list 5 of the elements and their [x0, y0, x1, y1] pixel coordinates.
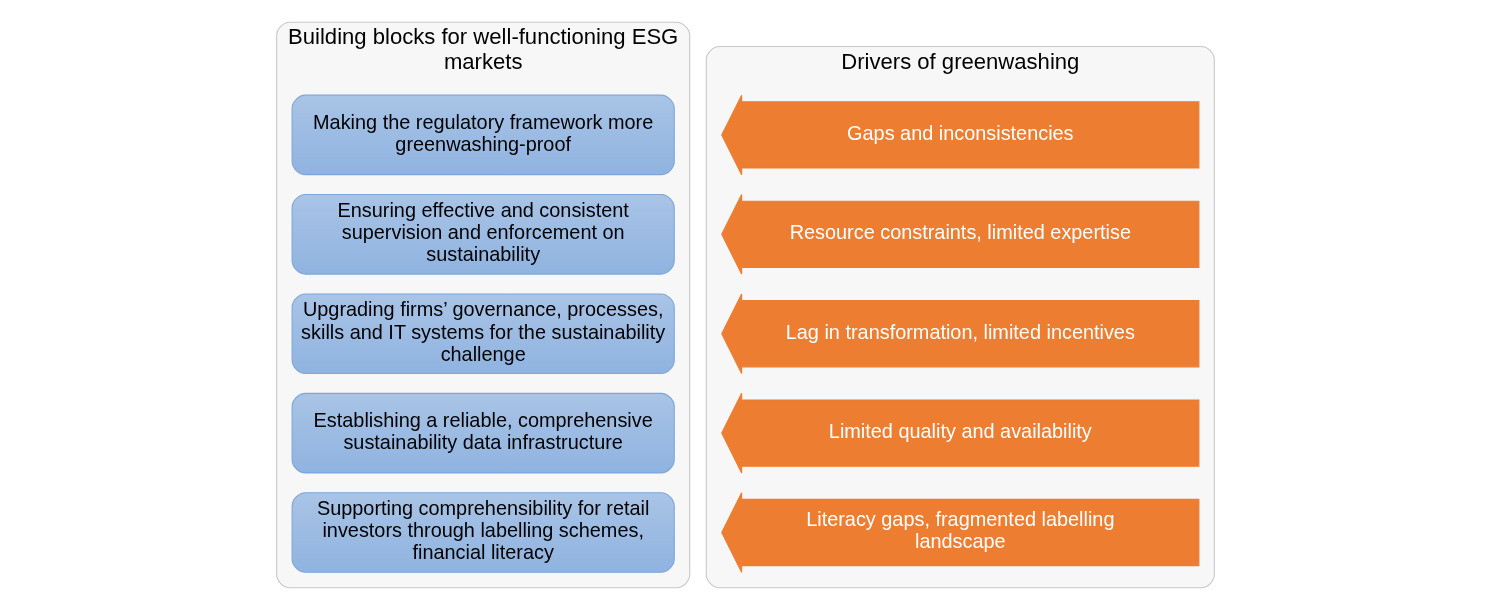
node-box: Upgrading firms’ governance, processes, skills and IT systems for the sustainability challenge: [291, 292, 675, 374]
node-box: Establishing a reliable, comprehensive sustainability data infrastructure: [291, 392, 675, 473]
node-box: Supporting comprehensibility for retail investors through labelling schemes, financial literacy: [291, 491, 675, 573]
node-box: Making the regulatory framework more greenwashing-proof: [291, 94, 675, 175]
node-box: Ensuring effective and consistent supervision and enforcement on sustainability: [291, 193, 675, 275]
